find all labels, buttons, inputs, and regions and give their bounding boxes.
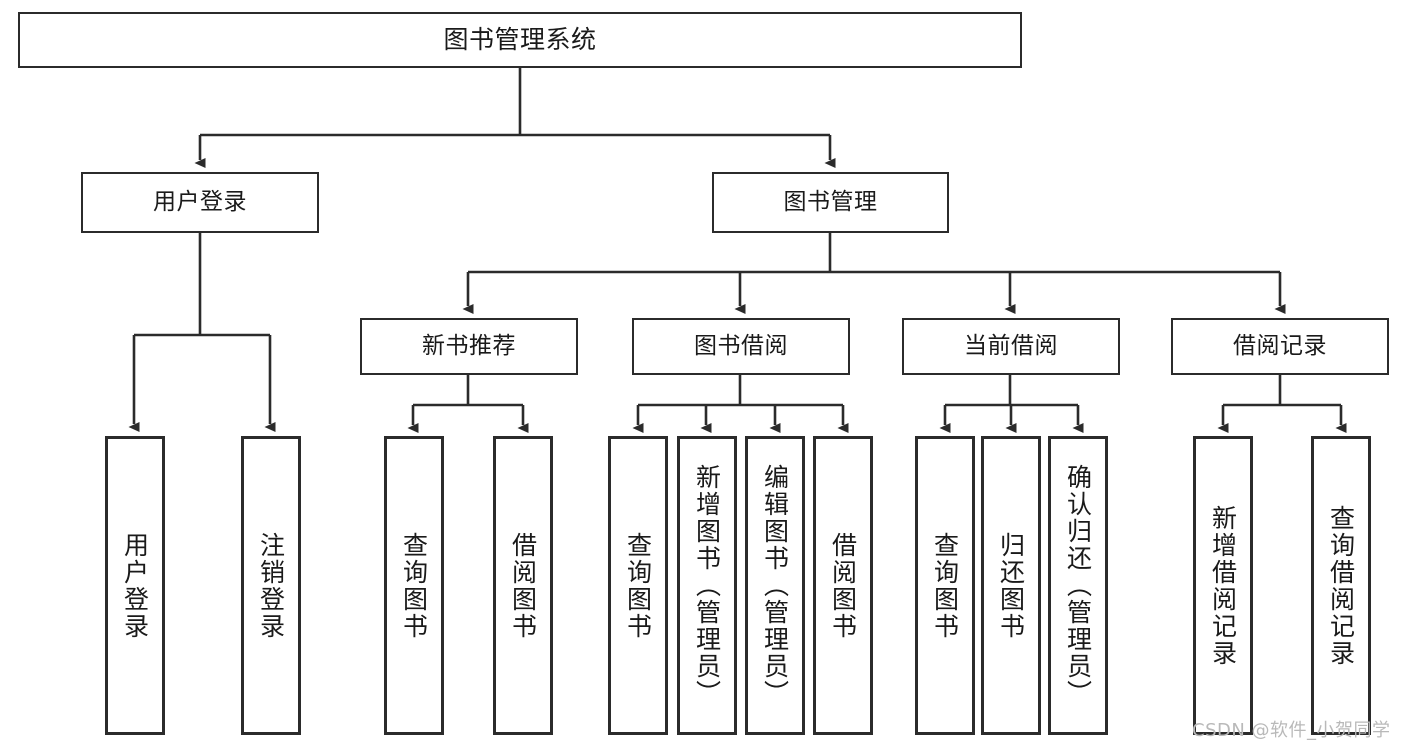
leaf-borrow-add-book-admin-label: 新增图书（管理员） xyxy=(692,464,722,707)
leaf-current-confirm-return-admin-label: 确认归还（管理员） xyxy=(1063,464,1093,707)
leaf-new-book-borrow-label: 借阅图书 xyxy=(508,531,538,640)
node-current-borrow-label: 当前借阅 xyxy=(964,332,1058,359)
node-borrow-record[interactable]: 借阅记录 xyxy=(1171,318,1389,375)
leaf-borrow-edit-book-admin[interactable]: 编辑图书（管理员） xyxy=(745,436,805,735)
leaf-borrow-borrow-book[interactable]: 借阅图书 xyxy=(813,436,873,735)
leaf-new-book-borrow[interactable]: 借阅图书 xyxy=(493,436,553,735)
leaf-borrow-query-book[interactable]: 查询图书 xyxy=(608,436,668,735)
csdn-watermark: CSDN @软件_小贺同学 xyxy=(1192,720,1391,741)
node-book-management[interactable]: 图书管理 xyxy=(712,172,949,233)
leaf-current-query-book[interactable]: 查询图书 xyxy=(915,436,975,735)
node-book-management-label: 图书管理 xyxy=(783,188,878,215)
leaf-new-book-query-label: 查询图书 xyxy=(399,531,429,640)
leaf-borrow-edit-book-admin-label: 编辑图书（管理员） xyxy=(760,464,790,707)
leaf-user-login-signin-label: 用户登录 xyxy=(120,531,150,640)
leaf-current-return-book-label: 归还图书 xyxy=(996,531,1026,640)
leaf-current-confirm-return-admin[interactable]: 确认归还（管理员） xyxy=(1048,436,1108,735)
node-current-borrow[interactable]: 当前借阅 xyxy=(902,318,1120,375)
node-user-login[interactable]: 用户登录 xyxy=(81,172,319,233)
leaf-current-return-book[interactable]: 归还图书 xyxy=(981,436,1041,735)
leaf-new-book-query[interactable]: 查询图书 xyxy=(384,436,444,735)
leaf-current-query-book-label: 查询图书 xyxy=(930,531,960,640)
leaf-record-query[interactable]: 查询借阅记录 xyxy=(1311,436,1371,735)
leaf-user-login-signout[interactable]: 注销登录 xyxy=(241,436,301,735)
leaf-borrow-borrow-book-label: 借阅图书 xyxy=(828,531,858,640)
leaf-user-login-signin[interactable]: 用户登录 xyxy=(105,436,165,735)
leaf-record-add-label: 新增借阅记录 xyxy=(1208,504,1238,667)
node-user-login-label: 用户登录 xyxy=(153,188,247,215)
node-root-book-management-system[interactable]: 图书管理系统 xyxy=(18,12,1022,68)
node-book-borrow[interactable]: 图书借阅 xyxy=(632,318,850,375)
leaf-record-add[interactable]: 新增借阅记录 xyxy=(1193,436,1253,735)
leaf-borrow-add-book-admin[interactable]: 新增图书（管理员） xyxy=(677,436,737,735)
node-new-book-recommend-label: 新书推荐 xyxy=(422,332,516,359)
leaf-record-query-label: 查询借阅记录 xyxy=(1326,504,1356,667)
leaf-user-login-signout-label: 注销登录 xyxy=(256,531,286,640)
node-root-label: 图书管理系统 xyxy=(443,25,597,54)
node-borrow-record-label: 借阅记录 xyxy=(1233,332,1327,359)
node-new-book-recommend[interactable]: 新书推荐 xyxy=(360,318,578,375)
node-book-borrow-label: 图书借阅 xyxy=(694,332,788,359)
leaf-borrow-query-book-label: 查询图书 xyxy=(623,531,653,640)
